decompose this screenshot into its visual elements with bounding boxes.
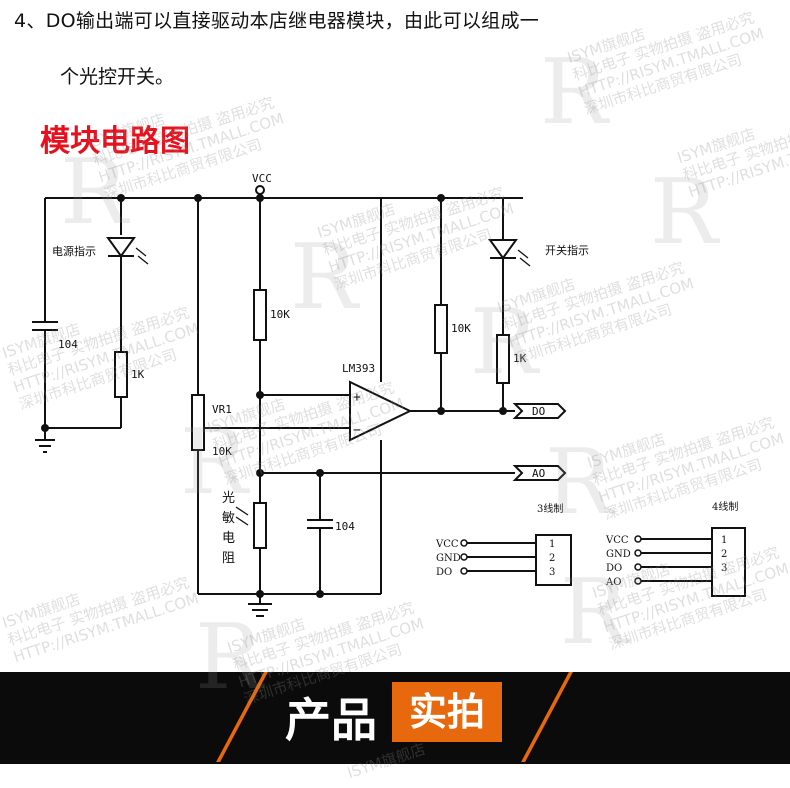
section-title: 模块电路图 xyxy=(40,124,190,159)
pot-label: VR1 xyxy=(212,403,232,416)
power-led-label: 电源指示 xyxy=(52,244,96,258)
c3-pin1-num: 1 xyxy=(549,539,555,550)
c3-pin2-num: 2 xyxy=(549,553,555,564)
banner-tag: 实拍 xyxy=(392,682,502,742)
banner-stripe xyxy=(216,672,268,762)
watermark-line: ISYM旗舰店 xyxy=(565,24,648,68)
banner-stripe xyxy=(521,672,573,762)
intro-line-2: 个光控开关。 xyxy=(60,66,175,88)
watermark-block: ISYM旗舰店 科比电子 实物拍摄 盗用必究 HTTP://RISYM.TMAL… xyxy=(565,0,772,119)
ldr-char-2: 敏 xyxy=(222,511,235,526)
c3-pin2-name: GND xyxy=(436,553,461,564)
connector4-title: 4线制 xyxy=(712,500,738,513)
minus-label: − xyxy=(353,423,361,438)
c4-pin2-name: GND xyxy=(606,549,631,560)
comparator-label: LM393 xyxy=(342,362,375,375)
banner-title: 产品 xyxy=(285,693,377,747)
switch-led-label: 开关指示 xyxy=(545,243,589,257)
c3-pin1-name: VCC xyxy=(435,539,459,550)
vcc-label: VCC xyxy=(252,172,272,185)
ldr-char-1: 光 xyxy=(222,491,235,506)
watermark-line: HTTP://RISYM.TMALL.COM xyxy=(576,24,767,102)
c4-pin3-num: 3 xyxy=(721,563,727,574)
res-1k-left-label: 1K xyxy=(131,368,145,381)
pot-value-label: 10K xyxy=(212,445,232,458)
watermark-line: 深圳市科比商贸有限公司 xyxy=(581,50,745,119)
watermark-line: ISYM旗舰店 xyxy=(675,124,758,168)
c4-pin4-name: AO xyxy=(605,577,621,588)
c3-pin3-name: DO xyxy=(436,567,452,578)
circuit-diagram: VCC 电源指示 开关指示 104 1K 10K 10K 1K LM393 + … xyxy=(32,172,746,617)
c4-pin1-name: VCC xyxy=(605,535,629,546)
c4-pin3-name: DO xyxy=(606,563,622,574)
plus-label: + xyxy=(353,390,361,405)
ldr-char-4: 阻 xyxy=(222,551,235,566)
c4-pin2-num: 2 xyxy=(721,549,727,560)
product-photo-banner: 产品 实拍 xyxy=(0,672,790,764)
cap-mid-label: 104 xyxy=(335,520,355,533)
intro-line-1: 4、DO输出端可以直接驱动本店继电器模块，由此可以组成一 xyxy=(14,10,540,32)
watermark-line: 科比电子 实物拍摄 盗用必究 xyxy=(570,8,757,85)
watermark-logo: R xyxy=(540,40,608,145)
connector3-title: 3线制 xyxy=(537,502,563,515)
do-tag-label: DO xyxy=(532,405,545,418)
ldr-char-3: 电 xyxy=(222,531,235,546)
ao-tag-label: AO xyxy=(532,467,545,480)
res-10k-mid-label: 10K xyxy=(270,308,290,321)
c3-pin3-num: 3 xyxy=(549,567,555,578)
cap-left-label: 104 xyxy=(58,338,78,351)
c4-pin1-num: 1 xyxy=(721,535,727,546)
res-1k-right-label: 1K xyxy=(513,352,527,365)
res-10k-right-label: 10K xyxy=(451,322,471,335)
